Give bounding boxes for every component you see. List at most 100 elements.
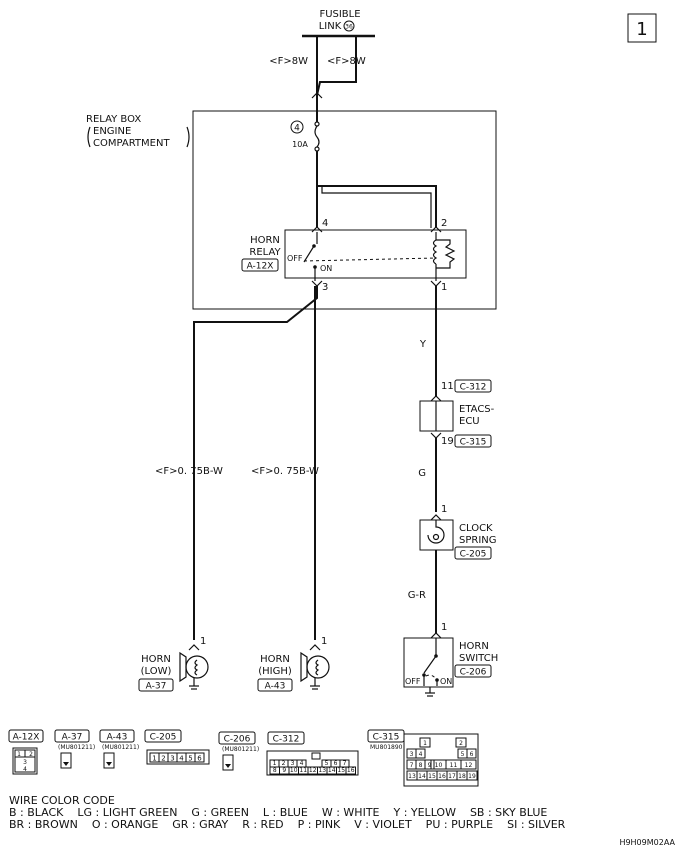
- c315-pin: 9: [428, 762, 432, 769]
- c312-pin: 8: [273, 767, 277, 774]
- horn-low-line1: HORN: [141, 654, 171, 665]
- c206-part: (MU801211): [222, 746, 259, 753]
- c315-pin: 3: [410, 751, 414, 758]
- horn-high: 1 HORN (HIGH) A-43: [257, 636, 330, 692]
- c312-pin: 7: [343, 760, 347, 767]
- etacs-pin-out: 19: [441, 436, 454, 447]
- c312-pin: 1: [273, 760, 277, 767]
- wire-label-g-r: G-R: [408, 590, 426, 601]
- etacs-pin-in: 11: [441, 381, 454, 392]
- c315-pin: 19: [468, 773, 476, 780]
- horn-relay-line1: HORN: [250, 235, 280, 246]
- etacs-line2: ECU: [459, 416, 480, 427]
- relay-box-line2: ENGINE: [93, 126, 131, 137]
- c315-pin: 2: [459, 740, 463, 747]
- horn-switch-off: OFF: [405, 677, 421, 686]
- wire-label-top-left: <F>8W: [269, 56, 308, 67]
- c315-pin: 16: [438, 773, 446, 780]
- fusible-link-number: 36: [345, 24, 353, 31]
- c315-pin: 1: [423, 740, 427, 747]
- c315-pin: 12: [465, 762, 473, 769]
- horn-high-connector: A-43: [265, 682, 286, 692]
- horn-switch-pin: 1: [441, 622, 447, 633]
- feed-wires: <F>8W <F>8W: [269, 36, 366, 122]
- etacs-connector-out: C-315: [460, 438, 487, 448]
- clock-spring-line1: CLOCK: [459, 523, 493, 534]
- c312-pin: 14: [328, 767, 336, 774]
- wire-color-code-title: WIRE COLOR CODE: [9, 794, 115, 807]
- c312-pin: 15: [337, 767, 345, 774]
- c315-pin: 8: [419, 762, 423, 769]
- c315-part: MU801890: [370, 744, 403, 751]
- c315-pin: 13: [408, 773, 416, 780]
- wire-label-horn-high: <F>0. 75B-W: [251, 466, 319, 477]
- figure-code: H9H09M02AA: [619, 838, 675, 847]
- c315-pin: 15: [428, 773, 436, 780]
- c315-label: C-315: [373, 733, 400, 743]
- a43-label: A-43: [107, 733, 128, 743]
- a12x-pin-4: 4: [23, 766, 27, 773]
- a12x-label: A-12X: [13, 733, 40, 743]
- page-number-box: 1: [627, 13, 657, 43]
- c315-pin: 11: [450, 762, 458, 769]
- c205-pin: 1: [152, 755, 156, 763]
- a37-label: A-37: [62, 733, 83, 743]
- a12x-pin-1: 1: [17, 751, 21, 758]
- c315-pin: 4: [419, 751, 423, 758]
- c315-pin-cell: [466, 748, 477, 759]
- etacs-line1: ETACS-: [459, 404, 495, 415]
- fusible-link-line2: LINK: [319, 21, 342, 32]
- c315-pin: 7: [410, 762, 414, 769]
- c312-label: C-312: [273, 735, 300, 745]
- relay-pin-1: 1: [441, 282, 447, 293]
- c312-pin: 6: [334, 760, 338, 767]
- horn-high-line2: (HIGH): [258, 666, 292, 677]
- c312-pin: 16: [347, 767, 355, 774]
- horn-output-wires: <F>0. 75B-W <F>0. 75B-W: [155, 286, 319, 640]
- c205-label: C-205: [150, 733, 177, 743]
- fusible-link: FUSIBLE LINK 36: [302, 9, 375, 38]
- c315-pin-cell: [424, 759, 435, 770]
- wire-label-top-right: <F>8W: [327, 56, 366, 67]
- c312-pin: 10: [290, 767, 298, 774]
- c312-pin: 12: [309, 767, 317, 774]
- horn-low-connector: A-37: [146, 682, 167, 692]
- fuse-rating: 10A: [292, 140, 308, 149]
- c205-pin: 2: [161, 755, 165, 763]
- c315-pin: 6: [470, 751, 474, 758]
- c315-pin: 18: [458, 773, 466, 780]
- wire-color-code: WIRE COLOR CODE B : BLACK LG : LIGHT GRE…: [9, 794, 566, 831]
- horn-relay-connector: A-12X: [247, 262, 274, 272]
- c205-pins: 1 2 3 4 5 6: [149, 752, 205, 763]
- wire-color-code-line1: B : BLACK LG : LIGHT GREEN G : GREEN L :…: [9, 806, 547, 819]
- horn-high-line1: HORN: [260, 654, 290, 665]
- horn-low-pin: 1: [200, 636, 206, 647]
- c315-pin: 10: [435, 762, 443, 769]
- relay-off-label: OFF: [287, 254, 303, 263]
- a12x-pin-3: 3: [23, 759, 27, 766]
- c312-pin: 2: [282, 760, 286, 767]
- relay-box-line3: COMPARTMENT: [93, 138, 170, 149]
- c315-pin: 17: [448, 773, 456, 780]
- relay-feed-wires: [316, 151, 437, 228]
- c315-pin: 5: [461, 751, 465, 758]
- wire-label-g: G: [418, 468, 426, 479]
- c312-pin: 9: [282, 767, 286, 774]
- horn-relay: HORN RELAY A-12X 4 2 3 1 OFF ON: [241, 218, 467, 293]
- relay-box-line1: RELAY BOX: [86, 114, 141, 125]
- relay-pin-2: 2: [441, 218, 447, 229]
- wire-label-y: Y: [419, 339, 427, 350]
- c206-label: C-206: [224, 735, 251, 745]
- horn-low-line2: (LOW): [141, 666, 172, 677]
- c312-pin: 11: [299, 767, 307, 774]
- horn-switch-on: ON: [440, 677, 452, 686]
- c312-pin: 5: [325, 760, 329, 767]
- fuse: 4 10A: [290, 120, 320, 152]
- c312-pin-cell: [345, 766, 356, 775]
- relay-pin-4: 4: [322, 218, 328, 229]
- horn-high-pin: 1: [321, 636, 327, 647]
- c205-pin: 4: [179, 755, 184, 763]
